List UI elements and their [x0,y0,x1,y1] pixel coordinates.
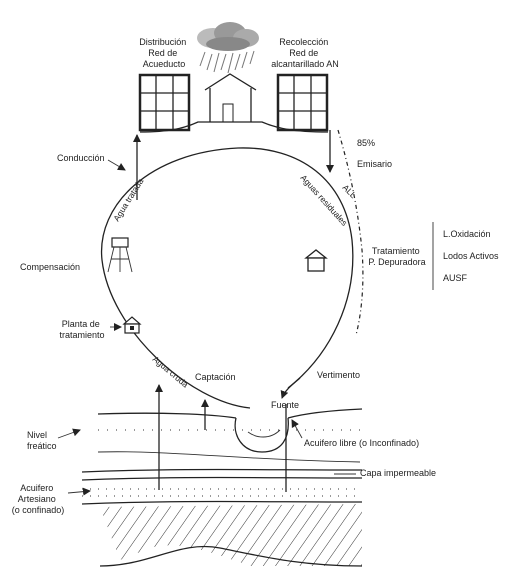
ground-surface-right [287,408,363,419]
fuente-label: Fuente [271,400,299,410]
recoleccion-label: Recolección Red de alcantarillado AN [271,37,339,69]
treatment-plant-icon [122,316,142,334]
river-bed [234,417,289,453]
emisario-line [337,129,364,336]
bedrock-curve [99,545,363,567]
rain-cloud-icon [197,22,259,74]
nivel-pointer [57,428,81,439]
acuifero-artesiano-label: Acuifero Artesiano (o confinado) [12,483,65,515]
acuifero-libre-pointer [291,419,303,439]
aguas-residuales-label: Aguas residuales [299,173,350,228]
nivel-label: Nivel freático [27,430,57,451]
agua-tratada-label: Agua tratada [111,176,145,223]
water-cycle-loop [100,147,354,409]
depuradora-icon [304,249,328,272]
acuifero-libre-label: Acuifero libre (o Inconfinado) [304,438,419,448]
captacion-label: Captación [195,372,236,382]
water-table-lower [97,451,361,463]
agua-cruda-label: Agua cruda [151,354,191,390]
ground-surface [97,412,237,419]
house-icon [139,73,329,133]
planta-label: Planta de tratamiento [59,319,104,340]
compensacion-label: Compensación [20,262,80,272]
water-tower-icon [107,237,133,273]
vertimento-label: Vertimento [317,370,360,380]
river-water [247,429,281,438]
treatment-2: Lodos Activos [443,251,499,261]
all-label: ALL [341,182,359,200]
artesian-layer-bottom [81,500,363,505]
emisario-label: Emisario [357,159,392,169]
distribution-building-icon [138,73,191,132]
conduccion-label: Conducción [57,153,105,163]
distribucion-label: Distribución Red de Acueducto [139,37,189,69]
capa-label: Capa impermeable [360,468,436,478]
impermeable-layer-top [81,468,363,473]
treatment-3: AUSF [443,273,468,283]
impermeable-layer-bottom [81,476,363,481]
treatment-1: L.Oxidación [443,229,491,239]
pct-label: 85% [357,138,375,148]
tratamiento-label: Tratamiento P. Depuradora [368,246,425,267]
vertimento-arrow [280,377,301,399]
artesian-pointer [67,487,91,496]
conduccion-pointer [107,159,126,171]
bedrock-hatch [100,504,362,566]
collection-building-icon [276,73,329,132]
